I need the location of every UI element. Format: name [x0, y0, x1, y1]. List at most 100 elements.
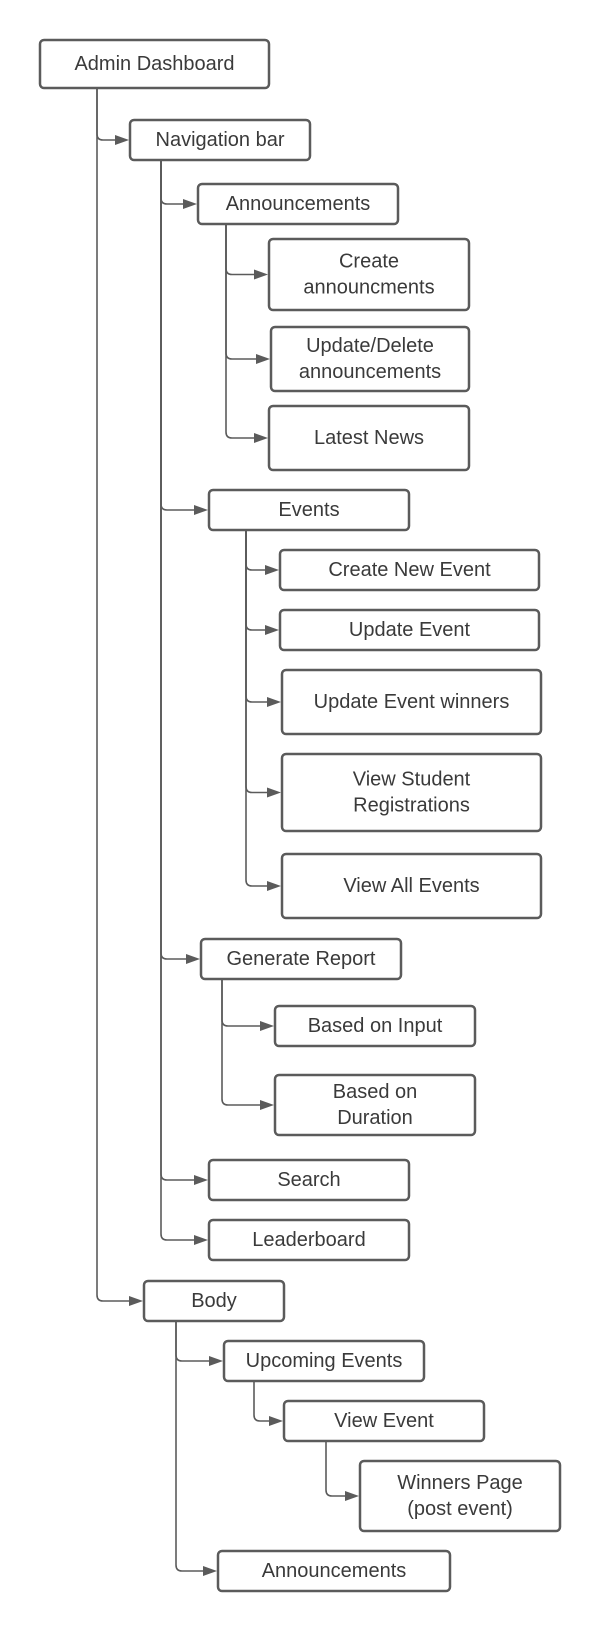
node-label: Based on Input [308, 1015, 443, 1037]
connector-navigation-bar-to-leaderboard [160, 160, 197, 1241]
node-box [267, 404, 471, 472]
node-label: Events [278, 499, 339, 521]
arrowhead-winners-page [345, 1491, 359, 1501]
node-latest-news: Latest News [267, 404, 471, 472]
node-navigation-bar: Navigation bar [128, 118, 312, 162]
arrowhead-events [194, 505, 208, 515]
node-label: Admin Dashboard [74, 53, 234, 75]
arrowhead-update-event-winners [267, 697, 281, 707]
arrowhead-create-announcements [254, 269, 268, 280]
node-label: Duration [337, 1107, 413, 1129]
node-box [207, 488, 411, 532]
node-box [207, 1158, 411, 1202]
arrowhead-generate-report [186, 954, 200, 964]
node-body: Body [142, 1279, 286, 1323]
connector-generate-report-to-based-on-duration [221, 979, 263, 1106]
node-based-on-duration: Based on Duration [273, 1073, 477, 1137]
connector-generate-report-to-based-on-input [221, 979, 263, 1027]
node-box [222, 1339, 426, 1383]
node-label: View Event [334, 1410, 434, 1432]
node-upcoming-events: Upcoming Events [222, 1339, 426, 1383]
node-box [216, 1549, 452, 1593]
node-create-announcements: Create announcments [267, 237, 471, 312]
node-admin-dashboard: Admin Dashboard [38, 38, 271, 90]
arrowhead-create-new-event [265, 565, 279, 575]
node-box [273, 1004, 477, 1048]
node-based-on-input: Based on Input [273, 1004, 477, 1048]
node-label: announcements [299, 361, 441, 383]
node-nav-announcements: Announcements [196, 182, 400, 226]
arrowhead-navigation-bar [115, 135, 129, 145]
node-box [269, 325, 471, 393]
connector-events-to-view-all-events [245, 530, 270, 887]
node-label: Registrations [353, 795, 470, 817]
node-search: Search [207, 1158, 411, 1202]
arrowhead-based-on-duration [260, 1100, 274, 1110]
connector-navigation-bar-to-generate-report [160, 160, 189, 960]
arrowhead-update-event [265, 625, 279, 635]
connector-events-to-create-new-event [245, 530, 268, 571]
node-leaderboard: Leaderboard [207, 1218, 411, 1262]
node-generate-report: Generate Report [199, 937, 403, 981]
node-box [196, 182, 400, 226]
node-label: Search [277, 1169, 340, 1191]
node-winners-page: Winners Page (post event) [358, 1459, 562, 1533]
node-label: Latest News [314, 427, 424, 449]
node-box [280, 852, 543, 920]
connector-nav-announcements-to-create-announcements [225, 224, 257, 276]
arrowhead-view-event [269, 1416, 283, 1426]
arrowhead-body-announcements [203, 1566, 217, 1576]
node-label: Leaderboard [252, 1229, 365, 1251]
arrowhead-nav-announcements [183, 199, 197, 209]
node-box [38, 38, 271, 90]
node-update-delete-announcements: Update/Delete announcements [269, 325, 471, 393]
node-label: Winners Page [397, 1472, 523, 1494]
node-label: Navigation bar [156, 129, 285, 151]
node-view-event: View Event [282, 1399, 486, 1443]
connector-navigation-bar-to-events [160, 160, 197, 511]
connector-nav-announcements-to-update-delete-announcements [225, 224, 259, 360]
arrowhead-leaderboard [194, 1235, 208, 1245]
node-label: Upcoming Events [246, 1350, 403, 1372]
diagram-connectors [96, 88, 359, 1576]
node-update-event: Update Event [278, 608, 541, 652]
connector-events-to-update-event-winners [245, 530, 270, 703]
connector-nav-announcements-to-latest-news [225, 224, 257, 439]
node-create-new-event: Create New Event [278, 548, 541, 592]
node-update-event-winners: Update Event winners [280, 668, 543, 736]
node-box [273, 1073, 477, 1137]
node-label: Based on [333, 1081, 418, 1103]
connector-body-to-body-announcements [175, 1321, 206, 1572]
connector-admin-dashboard-to-navigation-bar [96, 88, 118, 141]
node-box [278, 548, 541, 592]
node-label: Create [339, 251, 399, 273]
arrowhead-body [129, 1296, 143, 1306]
arrowhead-view-all-events [267, 881, 281, 891]
node-events: Events [207, 488, 411, 532]
node-label: announcments [303, 277, 434, 299]
connector-events-to-update-event [245, 530, 268, 631]
node-label: Announcements [226, 193, 371, 215]
node-label: Announcements [262, 1560, 407, 1582]
connector-body-to-upcoming-events [175, 1321, 212, 1362]
node-body-announcements: Announcements [216, 1549, 452, 1593]
node-label: View Student [353, 769, 471, 791]
node-label: Update Event winners [314, 691, 510, 713]
node-box [280, 668, 543, 736]
node-box [142, 1279, 286, 1323]
arrowhead-upcoming-events [209, 1356, 223, 1366]
node-box [280, 752, 543, 833]
node-box [199, 937, 403, 981]
node-box [278, 608, 541, 652]
node-label: Create New Event [328, 559, 491, 581]
node-label: Generate Report [227, 948, 376, 970]
node-label: Update/Delete [306, 335, 434, 357]
node-label: (post event) [407, 1498, 513, 1520]
node-box [267, 237, 471, 312]
node-label: Body [191, 1290, 237, 1312]
arrowhead-search [194, 1175, 208, 1185]
arrowhead-based-on-input [260, 1021, 274, 1031]
